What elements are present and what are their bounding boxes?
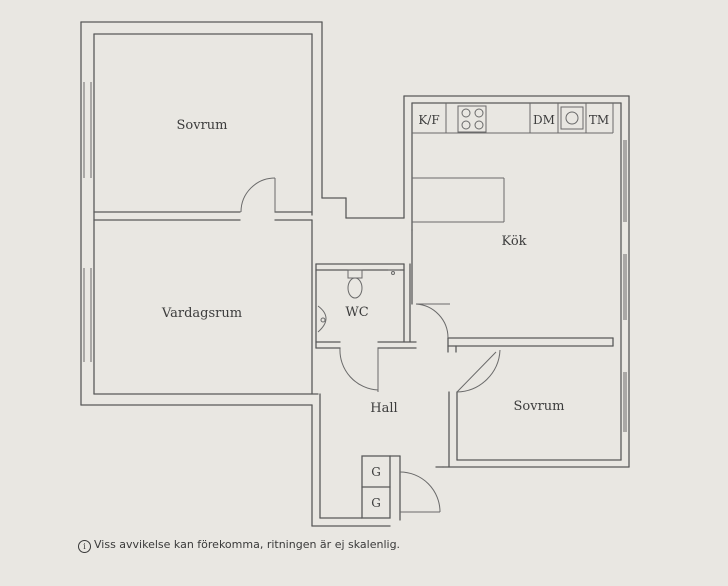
stove-icon — [457, 105, 487, 133]
doors — [240, 177, 501, 513]
wc-sink-icon — [317, 305, 327, 333]
room-label-bedroom-2: Sovrum — [514, 399, 565, 414]
sink-icon — [560, 106, 584, 130]
fixture-label-washing-machine: TM — [589, 113, 609, 127]
info-icon: i — [78, 540, 91, 553]
room-label-kitchen: Kök — [501, 234, 526, 249]
fixture-label-wardrobe-2: G — [371, 496, 381, 510]
fixture-label-dishwasher: DM — [533, 113, 555, 127]
exterior-walls — [80, 21, 630, 527]
room-label-bedroom-1: Sovrum — [177, 118, 228, 133]
fixture-label-wardrobe-1: G — [371, 465, 381, 479]
fixture-label-fridge-freezer: K/F — [418, 113, 439, 127]
tap-icon — [388, 269, 400, 275]
interior-walls — [93, 211, 614, 521]
disclaimer-text: Viss avvikelse kan förekomma, ritningen … — [94, 538, 401, 551]
room-label-living-room: Vardagsrum — [161, 306, 242, 321]
toilet-icon — [347, 269, 363, 299]
room-label-wc: WC — [345, 305, 368, 320]
kitchen-counter — [412, 103, 614, 134]
room-label-hall: Hall — [370, 401, 397, 416]
kitchen-island — [412, 177, 505, 223]
